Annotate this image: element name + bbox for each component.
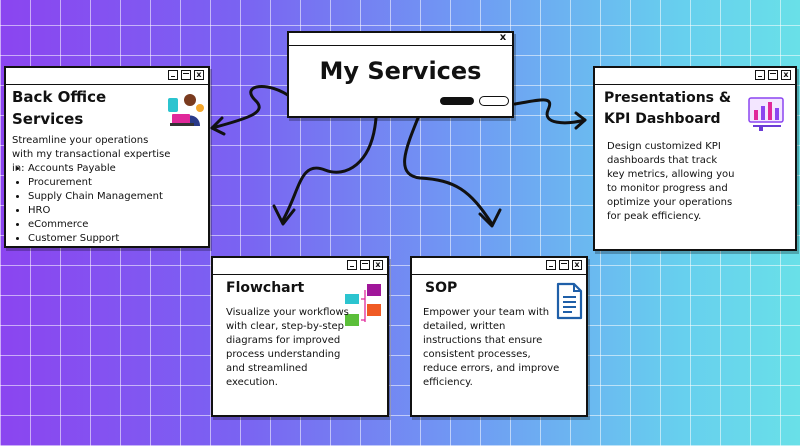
flowchart-description: Visualize your workflows with clear, ste… <box>226 307 349 388</box>
title-pill-light <box>479 96 509 106</box>
maximize-icon[interactable] <box>360 260 370 270</box>
arrow-to-flowchart <box>281 116 378 222</box>
arrow-to-sop <box>403 116 494 226</box>
list-item: Supply Chain Management <box>28 190 163 204</box>
flowchart-title: Flowchart <box>226 280 305 296</box>
presentations-description: Design customized KPI dashboards that tr… <box>607 141 735 222</box>
title-pill-dark <box>440 97 474 105</box>
title-window: x My Services <box>287 31 514 118</box>
list-item: Accounts Payable <box>28 162 163 176</box>
maximize-icon[interactable] <box>559 260 569 270</box>
minimize-icon[interactable] <box>755 70 765 80</box>
back-office-intro: Streamline your operations with my trans… <box>12 135 171 174</box>
back-office-list: Accounts Payable Procurement Supply Chai… <box>12 162 163 246</box>
sop-window: x SOP Empower your team with detailed, w… <box>410 256 588 417</box>
sop-description: Empower your team with detailed, written… <box>423 307 560 388</box>
arrow-to-back-office <box>210 84 294 130</box>
page-title: My Services <box>319 57 482 85</box>
person-at-laptop-icon <box>166 90 206 134</box>
dashboard-chart-icon <box>747 96 787 136</box>
close-icon[interactable]: x <box>373 260 383 270</box>
maximize-icon[interactable] <box>181 70 191 80</box>
list-item: Customer Support <box>28 232 163 246</box>
close-icon[interactable]: x <box>194 70 204 80</box>
back-office-title-line2: Services <box>12 110 84 128</box>
minimize-icon[interactable] <box>347 260 357 270</box>
flowchart-blocks-icon <box>343 282 387 334</box>
presentations-title-line1: Presentations & <box>604 90 732 106</box>
minimize-icon[interactable] <box>546 260 556 270</box>
back-office-window: x Back Office Services Streamline your o… <box>4 66 210 248</box>
close-icon[interactable]: x <box>781 70 791 80</box>
list-item: HRO <box>28 204 163 218</box>
sop-title: SOP <box>425 280 458 296</box>
flowchart-window: x Flowchart Visualize your workflows wit… <box>211 256 389 417</box>
document-icon <box>555 282 583 324</box>
close-icon[interactable]: x <box>499 32 507 43</box>
list-item: eCommerce <box>28 218 163 232</box>
presentations-title-line2: KPI Dashboard <box>604 111 721 127</box>
maximize-icon[interactable] <box>768 70 778 80</box>
presentations-window: x Presentations & KPI Dashboard Design c… <box>593 66 797 251</box>
arrow-to-presentations <box>513 98 587 125</box>
close-icon[interactable]: x <box>572 260 582 270</box>
back-office-title-line1: Back Office <box>12 88 107 106</box>
list-item: Procurement <box>28 176 163 190</box>
minimize-icon[interactable] <box>168 70 178 80</box>
